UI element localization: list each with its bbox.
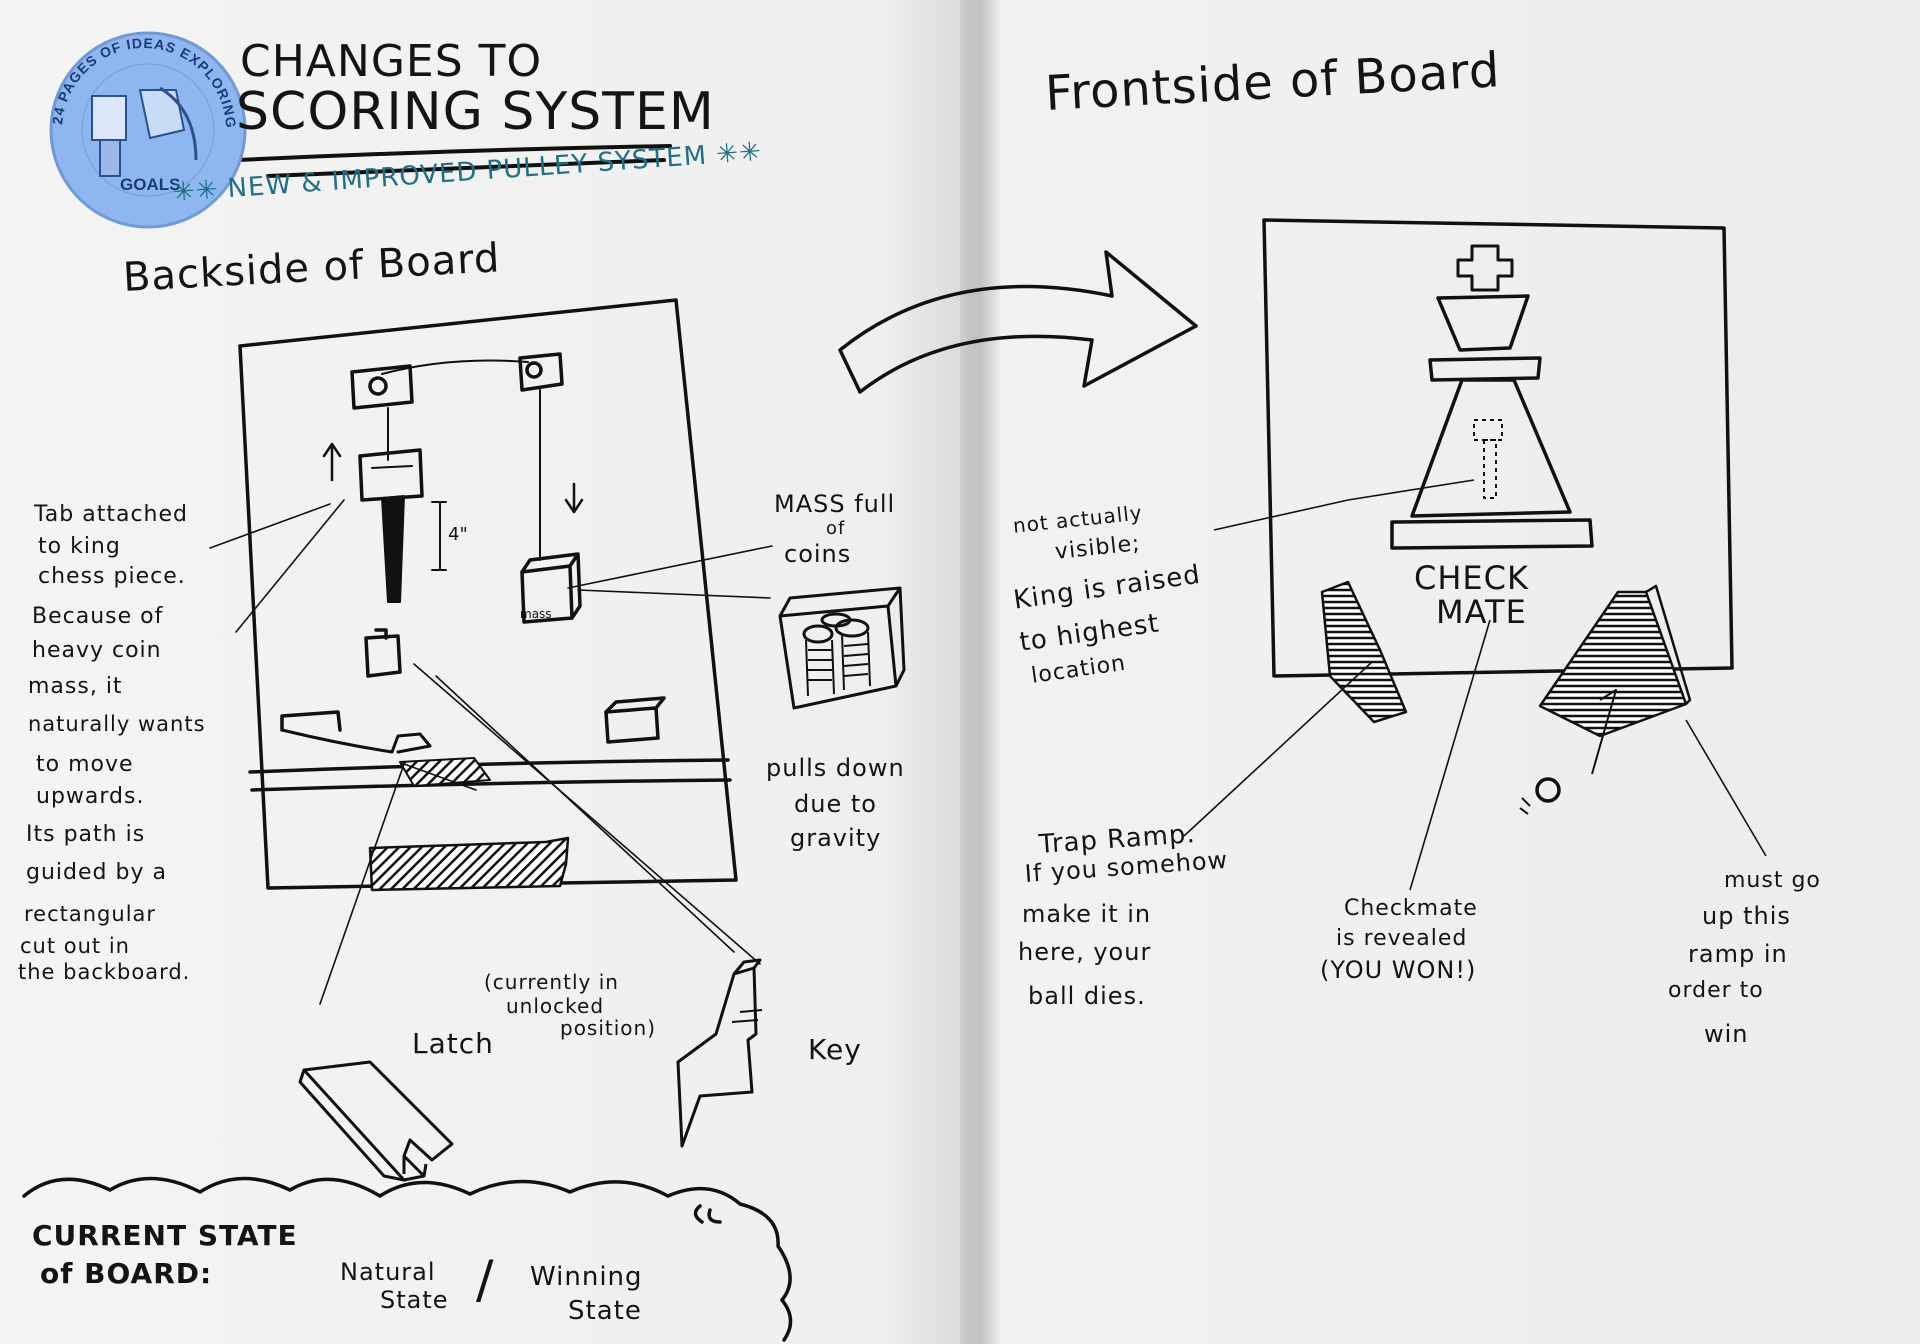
mass-box-label: mass [520,607,552,621]
state-divider: / [476,1250,495,1310]
backside-board [209,298,773,1005]
page-title-line2: SCORING SYSTEM [236,82,715,142]
latch-drawing [298,1060,454,1182]
height-label: 4" [448,524,468,545]
key-drawing [676,958,763,1148]
title-underline [236,144,672,178]
frontside-board [1183,218,1767,891]
transition-arrow-icon [838,250,1198,394]
page-gutter [960,0,1000,1344]
coin-mass-drawing [778,586,906,710]
latch-label: Latch [412,1027,494,1060]
state-cloud [22,1176,793,1342]
page-title-line1: CHANGES TO [240,36,543,87]
key-label: Key [808,1033,862,1066]
badge-goals-label: GOALS [120,175,180,194]
